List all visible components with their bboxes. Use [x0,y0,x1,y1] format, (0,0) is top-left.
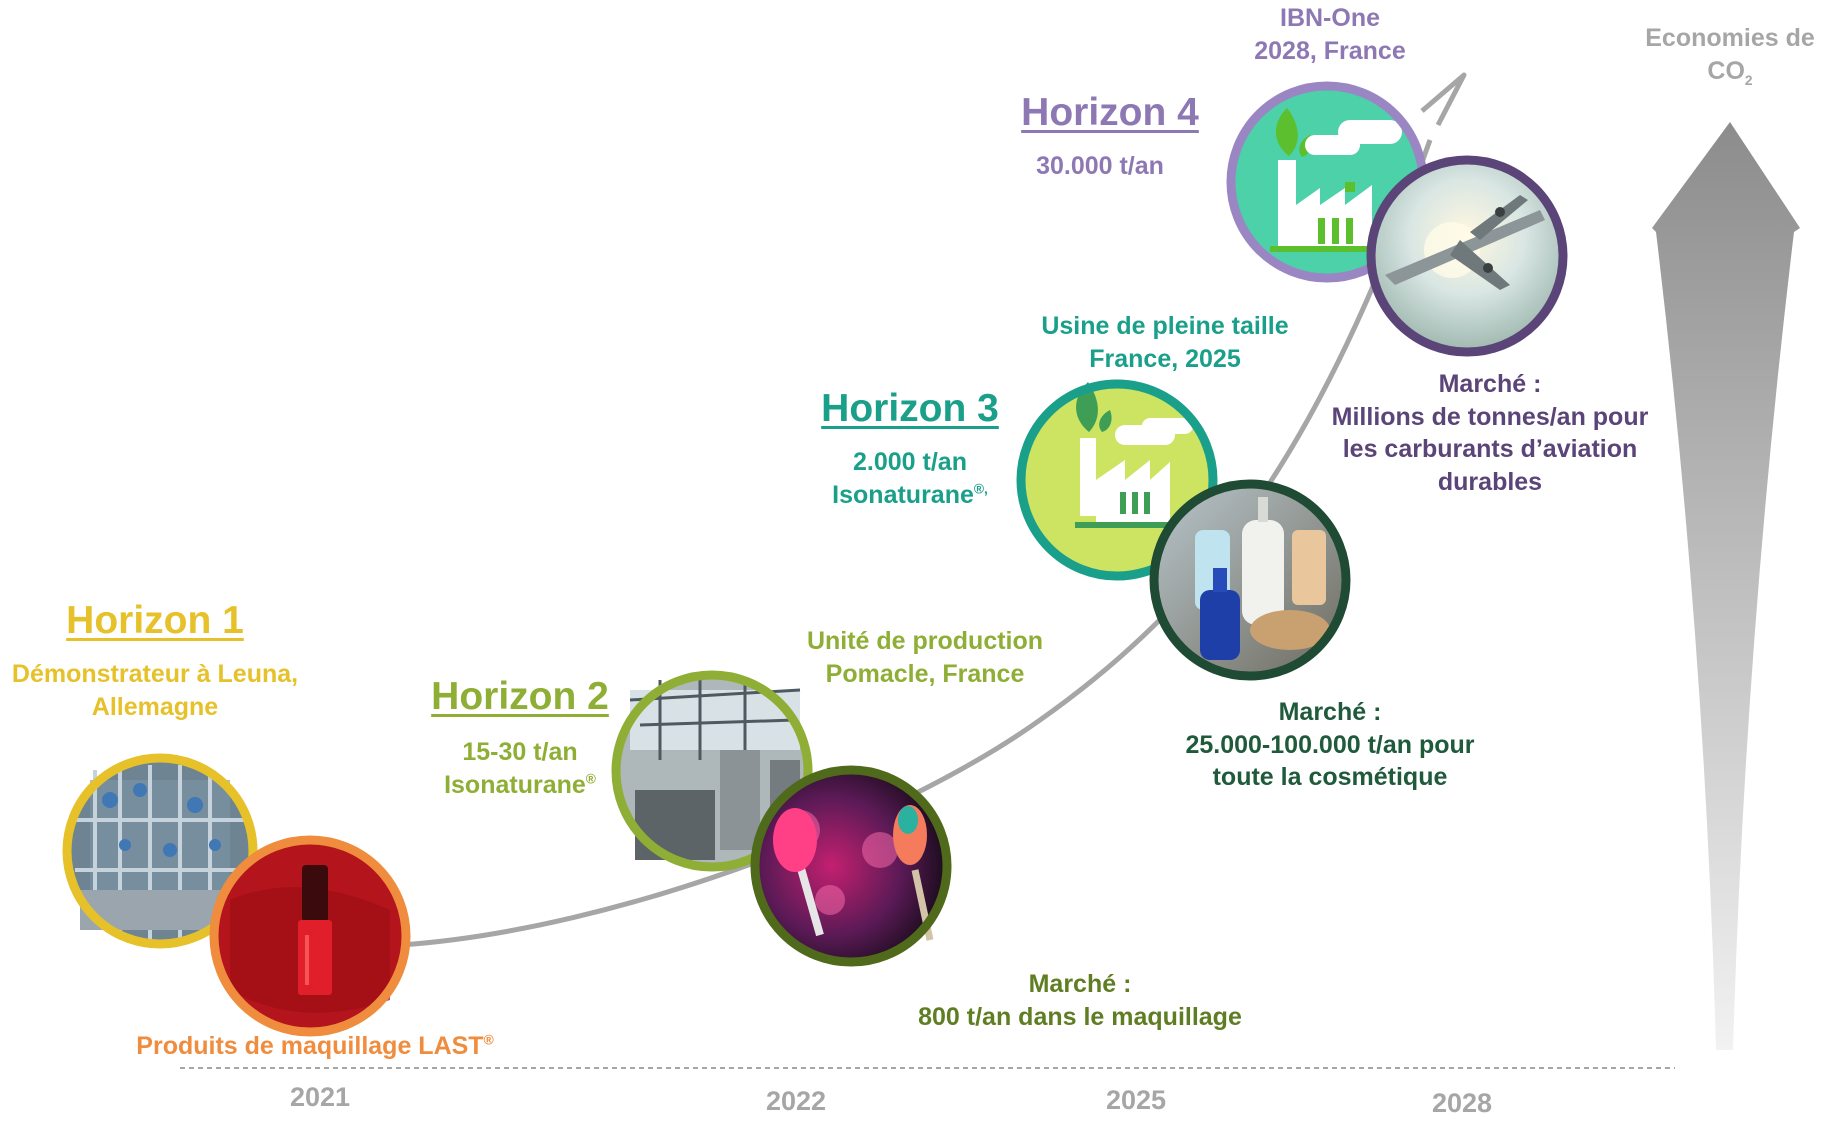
co2-savings-line1: Economies de [1645,24,1815,52]
horizon-1-site-line1: Démonstrateur à Leuna, [11,660,299,688]
horizon-1-site-line2: Allemagne [91,692,219,721]
year-label-2022: 2022 [765,1086,827,1116]
co2-savings-label: Economies de CO2 [1640,22,1820,89]
horizon-1-site: Démonstrateur à Leuna, Allemagne [0,658,310,723]
horizon-2-site: Unité de production Pomacle, France [806,627,1044,688]
leuna-plant-photo [62,753,258,949]
horizon-2-capacity: 15-30 t/an Isonaturane® [444,738,596,799]
horizon-3-capacity: 2.000 t/an Isonaturane®, [832,448,988,509]
co2-formula: CO2 [1707,56,1753,88]
horizon-1-title: Horizon 1 [66,599,244,642]
horizon-4-title: Horizon 4 [1021,91,1199,134]
horizon-3-title: Horizon 3 [821,387,999,430]
horizon-4-market: Marché : Millions de tonnes/an pour les … [1331,370,1649,496]
horizon-4-site: IBN-One 2028, France [1254,4,1406,65]
horizon-2-title: Horizon 2 [431,675,609,718]
growth-curve [399,139,1433,948]
year-label-2028: 2028 [1431,1088,1493,1118]
cosmetics-bottles-photo [1149,479,1351,681]
airplane-photo [1366,155,1568,357]
pomacle-unit-photo [611,670,813,872]
horizon-3-market: Marché : 25.000-100.000 t/an pour toute … [1185,698,1475,791]
growth-curve-arrowhead [1420,72,1467,127]
co2-savings-arrow [1652,122,1800,1050]
year-label-2021: 2021 [289,1082,351,1112]
lipstick-product-photo [209,835,411,1037]
horizon-4-capacity: 30.000 t/an [1036,152,1164,180]
horizon-2-market: Marché : 800 t/an dans le maquillage [918,970,1242,1031]
year-label-2025: 2025 [1105,1085,1167,1115]
makeup-brushes-photo [750,765,952,967]
horizon-3-site: Usine de pleine taille France, 2025 [1041,312,1289,373]
horizon-1-product: Produits de maquillage LAST® [136,1032,494,1060]
